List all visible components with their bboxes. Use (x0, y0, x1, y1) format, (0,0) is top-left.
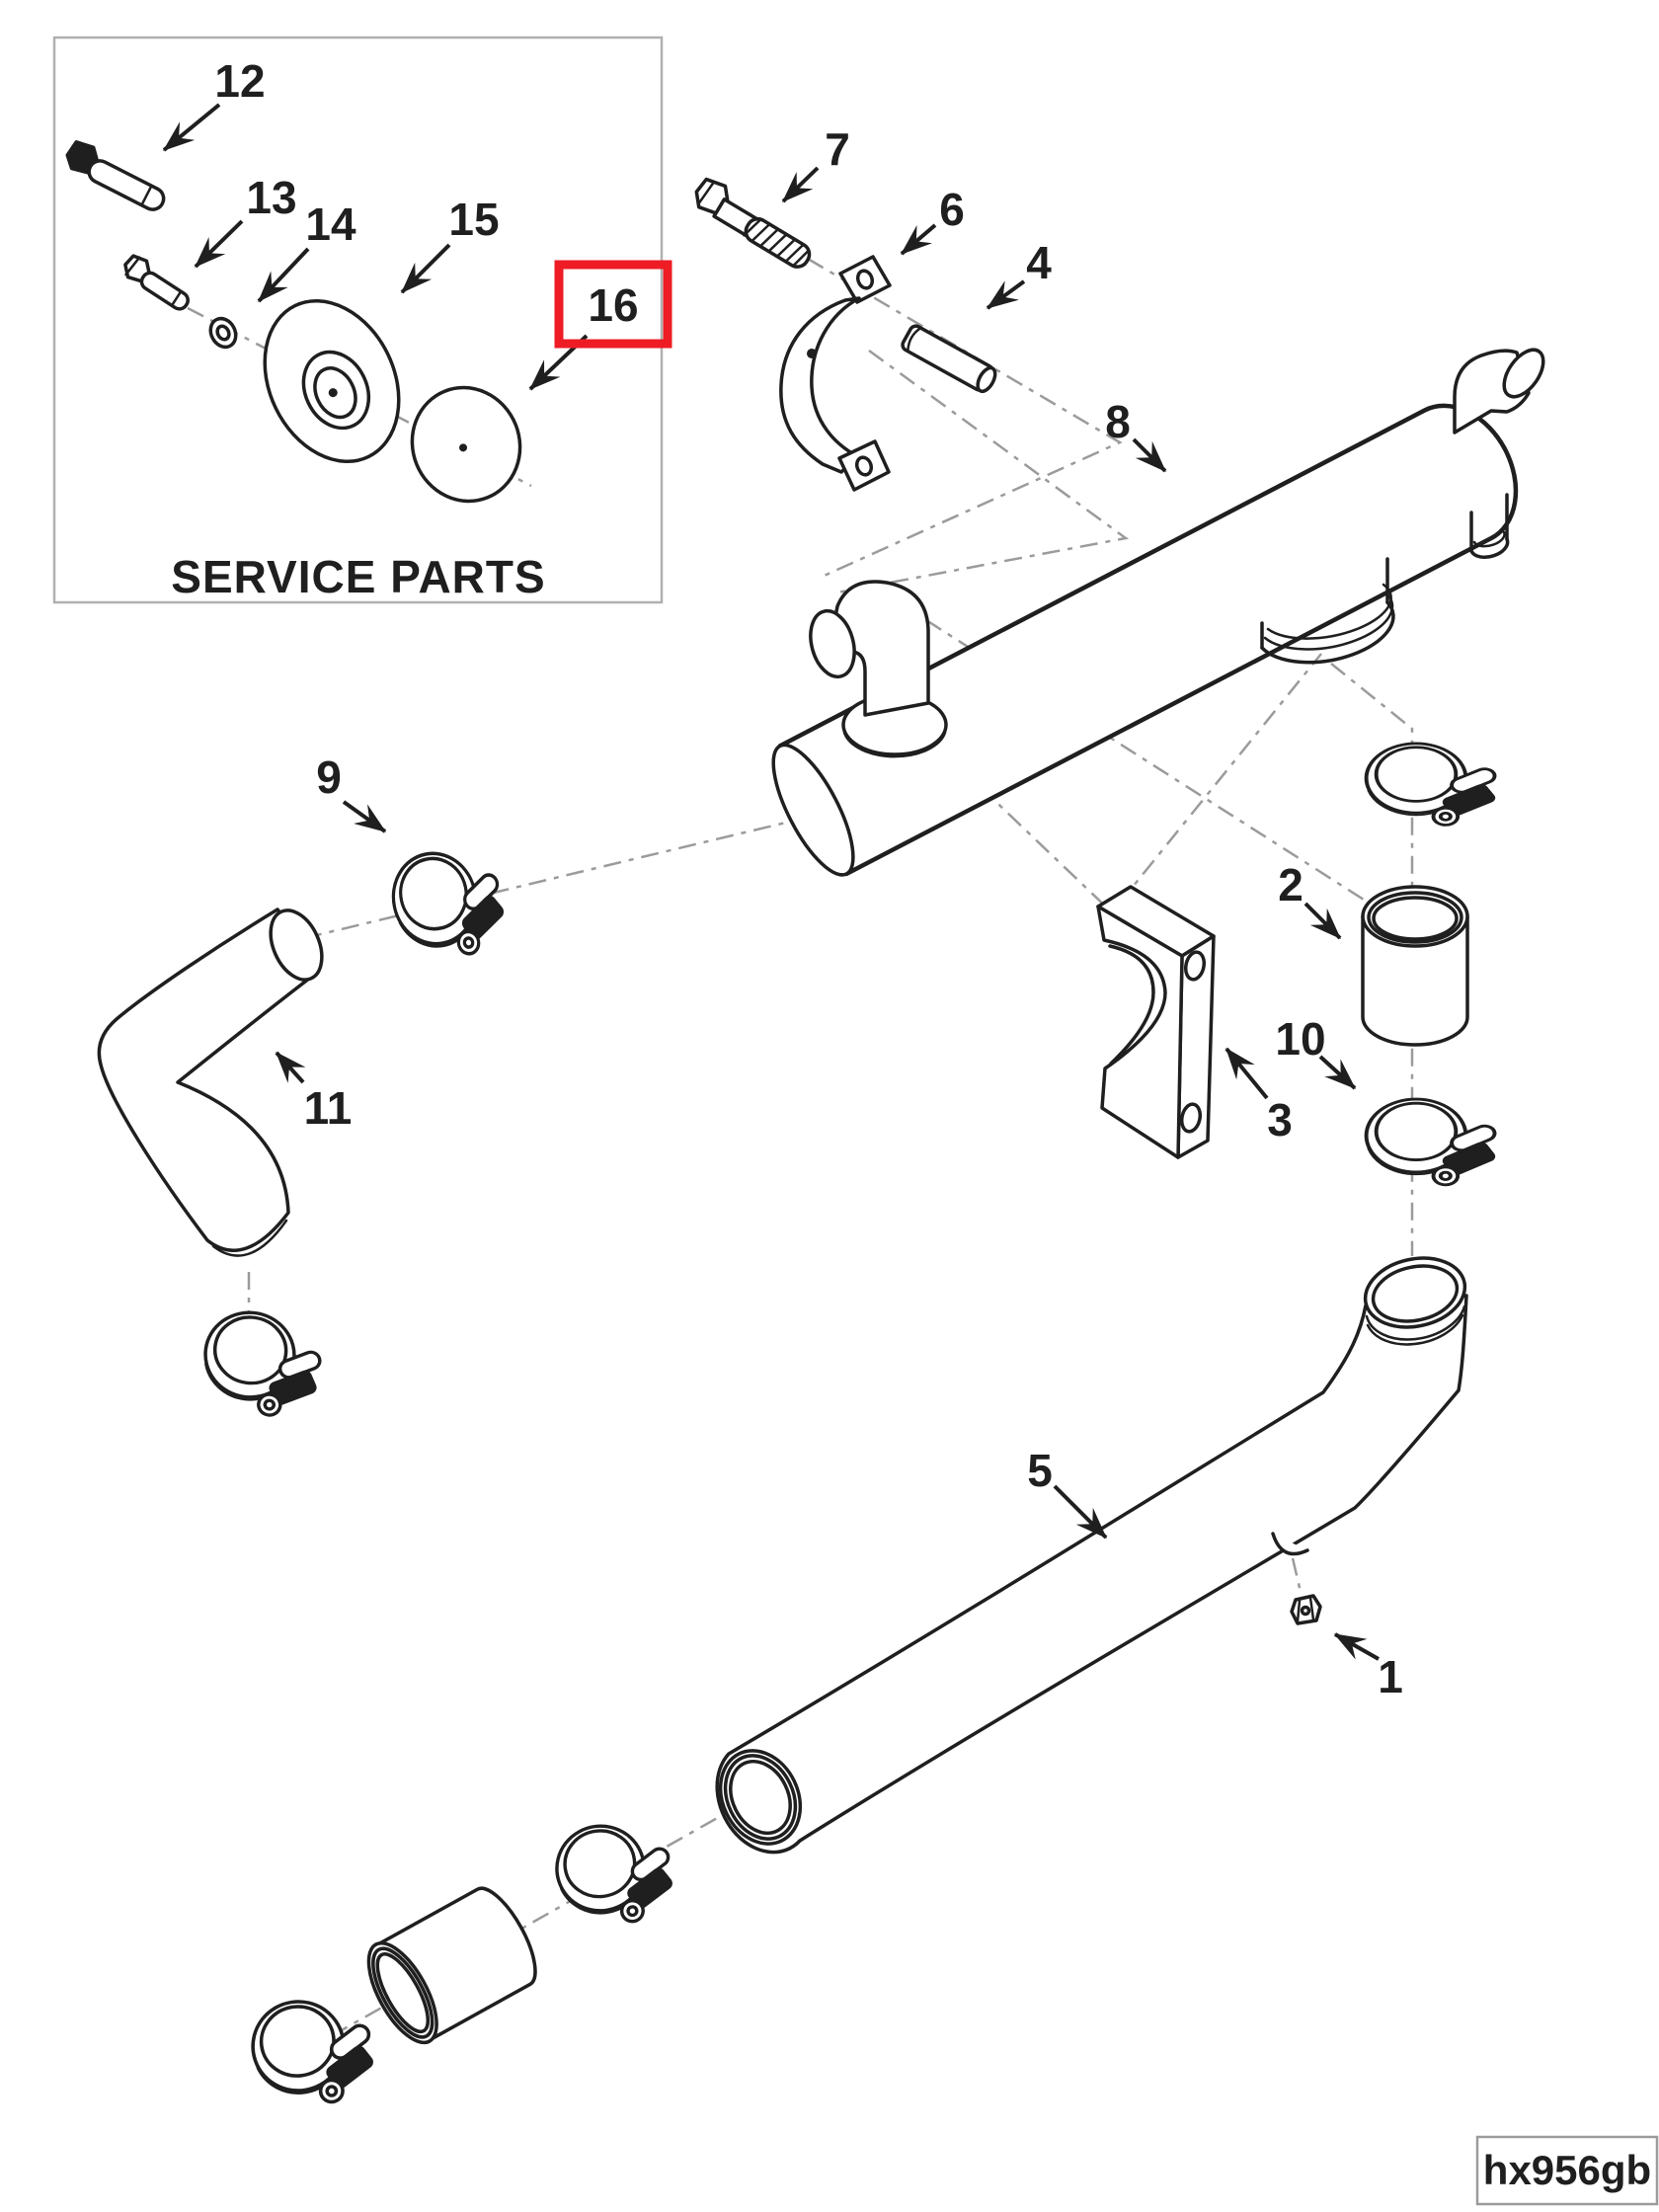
part-disc-16 (410, 385, 522, 504)
callout-3: 3 (1224, 1047, 1293, 1146)
part-clamp-10 (1364, 1097, 1517, 1191)
part-bolt-7 (694, 177, 812, 269)
part-bracket-3 (1096, 885, 1216, 1159)
svg-text:15: 15 (448, 194, 499, 245)
callout-4: 4 (986, 237, 1052, 310)
drawing-code-box (1475, 2135, 1659, 2206)
svg-text:6: 6 (939, 184, 965, 235)
inset-title: SERVICE PARTS (171, 551, 545, 602)
part-bracket-6 (779, 255, 892, 492)
svg-text:9: 9 (316, 751, 342, 803)
svg-text:13: 13 (246, 172, 296, 223)
svg-text:4: 4 (1026, 237, 1052, 288)
callout-1: 1 (1333, 1632, 1403, 1702)
callout-5: 5 (1027, 1445, 1108, 1540)
callout-15: 15 (400, 194, 500, 294)
callout-8: 8 (1105, 396, 1167, 473)
svg-text:7: 7 (825, 123, 850, 175)
callout-13: 13 (194, 172, 297, 269)
callouts: 1 2 3 4 5 6 7 8 (162, 55, 1403, 1702)
svg-text:12: 12 (214, 55, 265, 107)
service-parts-inset: SERVICE PARTS (52, 36, 664, 604)
part-clamp-below-hose (196, 1304, 346, 1430)
muffler-inlet-elbow (809, 580, 948, 758)
callout-11: 11 (275, 1051, 353, 1134)
svg-text:14: 14 (305, 198, 356, 250)
svg-text:16: 16 (588, 279, 638, 331)
part-sleeve-2 (1361, 885, 1469, 1047)
svg-text:8: 8 (1105, 396, 1131, 447)
svg-text:1: 1 (1378, 1651, 1403, 1702)
part-clamp-bottom-mid (549, 1812, 696, 1936)
part-bolt-12 (65, 139, 166, 211)
part-hose-11 (97, 908, 324, 1257)
callout-6: 6 (900, 184, 965, 256)
drawing-code-text: hx956gb (1483, 2147, 1651, 2193)
part-plate-15 (263, 299, 401, 463)
callout-9: 9 (316, 751, 387, 833)
part-washer-14 (208, 316, 238, 350)
callout-7: 7 (781, 123, 850, 203)
part-plug-1 (1290, 1594, 1322, 1625)
svg-text:5: 5 (1027, 1445, 1053, 1496)
svg-text:3: 3 (1267, 1094, 1293, 1146)
part-clamp-bottom-left (245, 1987, 399, 2118)
part-muffler-8 (771, 348, 1545, 877)
callout-2: 2 (1278, 859, 1342, 940)
part-pipe-5 (715, 1256, 1468, 1855)
muffler-outlet-stub-large (1260, 557, 1395, 665)
muffler-outlet-elbow (1453, 348, 1545, 434)
svg-text:11: 11 (304, 1082, 353, 1134)
callout-14: 14 (257, 198, 356, 303)
callout-10: 10 (1275, 1013, 1357, 1090)
part-clamp-upper-right (1364, 741, 1517, 830)
svg-text:10: 10 (1275, 1013, 1325, 1065)
inset-border (52, 36, 664, 604)
svg-text:2: 2 (1278, 859, 1304, 910)
muffler-outlet-stub-small (1469, 493, 1510, 560)
callout-16: 16 (528, 260, 672, 391)
part-pin-4 (901, 324, 997, 394)
part-sleeve-bottom-left (366, 1886, 537, 2045)
highlight-box (554, 260, 672, 349)
part-bolt-13 (123, 254, 190, 311)
part-clamp-9 (383, 835, 529, 974)
callout-12: 12 (162, 55, 266, 152)
drawing-code: hx956gb (1475, 2135, 1659, 2206)
